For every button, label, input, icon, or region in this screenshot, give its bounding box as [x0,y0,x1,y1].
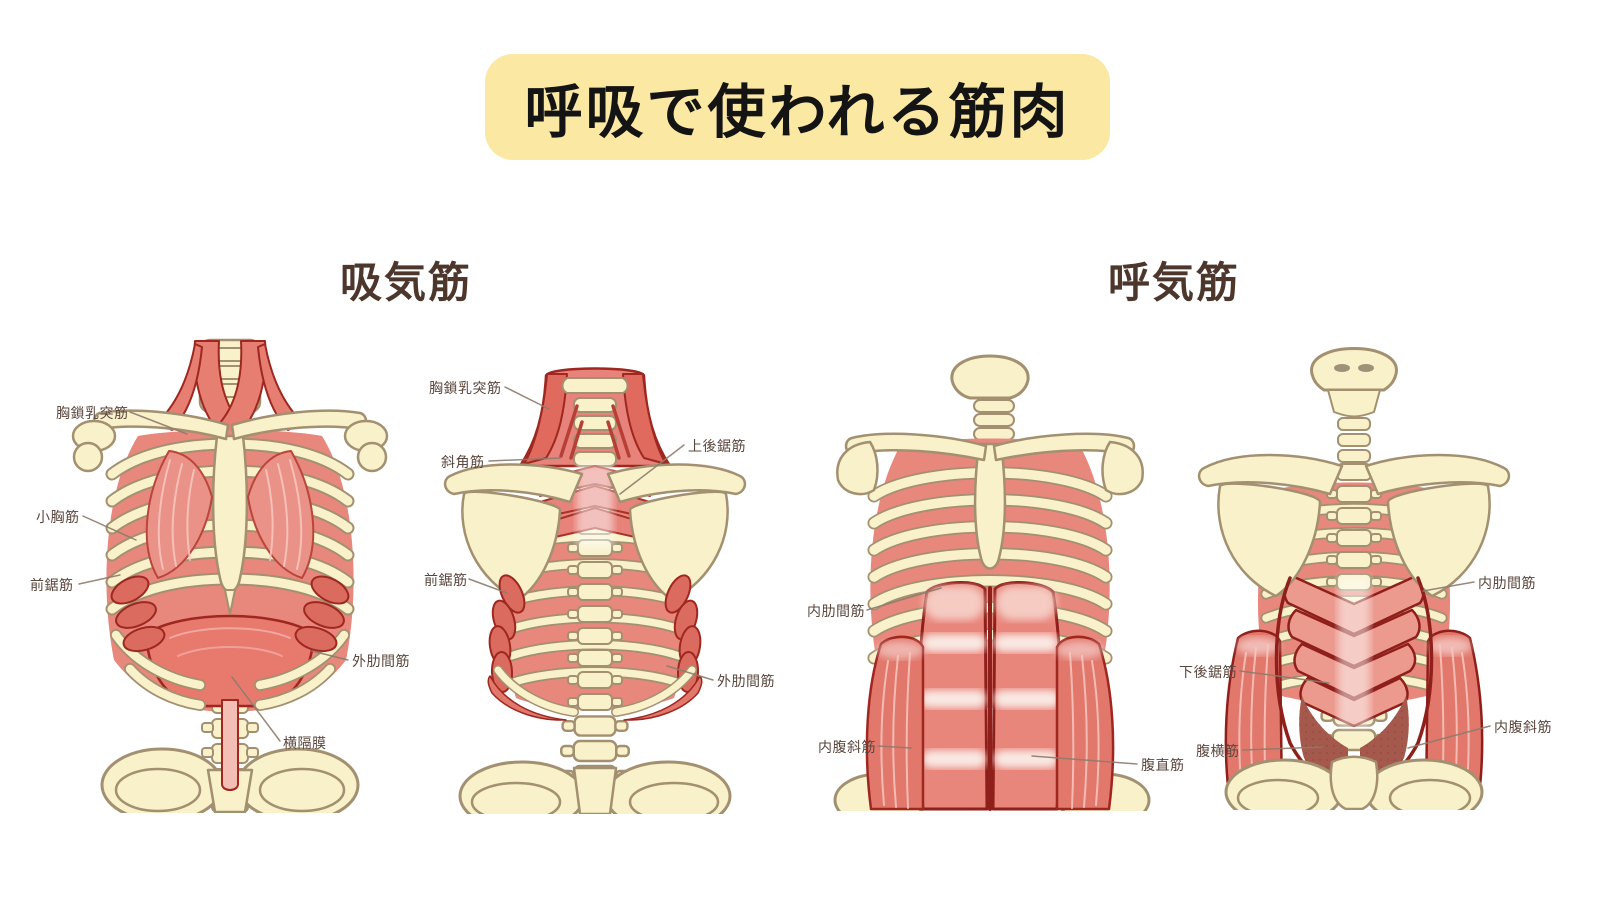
label-sternocleidomastoid-back: 胸鎖乳突筋 [429,380,502,396]
label-sternocleidomastoid-front: 胸鎖乳突筋 [56,405,129,421]
pelvis [458,760,732,814]
figure-expiratory-back [1197,347,1511,810]
section-heading-inspiratory: 吸気筋 [340,259,473,306]
label-serratus-posterior-inferior: 下後鋸筋 [1179,664,1237,680]
section-heading-expiratory: 呼気筋 [1108,259,1241,306]
label-serratus-posterior-superior: 上後鋸筋 [688,438,746,454]
label-external-intercostal-back: 外肋間筋 [717,673,775,689]
label-internal-intercostal-front: 内肋間筋 [807,603,865,619]
label-rectus-abdominis: 腹直筋 [1141,757,1185,773]
figure-expiratory-front [833,354,1151,811]
label-external-intercostal-front: 外肋間筋 [352,653,410,669]
figure-inspiratory-front [71,338,389,813]
label-scalenes: 斜角筋 [441,454,485,470]
serratus-posterior-inferior-shape [1283,574,1425,728]
sternum [973,442,1007,570]
label-internal-oblique-back: 内腹斜筋 [1494,719,1552,735]
skull-base [950,354,1030,441]
skull-base [1310,347,1398,463]
label-serratus-anterior-front: 前鋸筋 [30,577,74,593]
label-internal-intercostal-back: 内肋間筋 [1478,575,1536,591]
cervical-spine [561,377,629,467]
label-diaphragm: 横隔膜 [283,735,327,751]
label-internal-oblique-front: 内腹斜筋 [818,739,876,755]
pelvis [1224,755,1484,810]
title-box: 呼吸で使われる筋肉 [485,54,1110,160]
sternum [211,434,249,615]
rectus-abdominis-shape [919,583,1061,811]
figure-inspiratory-back [443,367,747,814]
label-serratus-anterior-back: 前鋸筋 [424,572,468,588]
label-transversus-abdominis: 腹横筋 [1196,743,1240,759]
page-title: 呼吸で使われる筋肉 [524,80,1071,145]
label-pectoralis-minor: 小胸筋 [36,509,80,525]
